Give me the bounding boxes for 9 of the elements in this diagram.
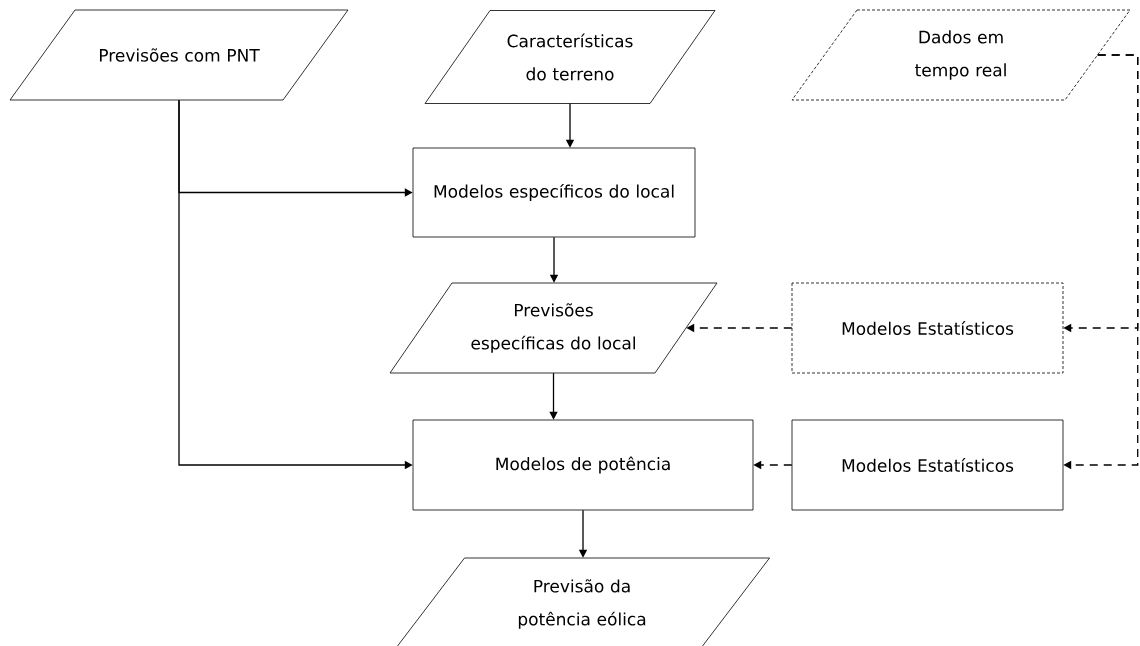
data-parallelogram: Previsões específicas do local: [389, 282, 718, 374]
process-box: Modelos Estatísticos: [791, 282, 1064, 374]
process-box: Modelos de potência: [412, 419, 754, 511]
output-parallelogram: Previsão da potência eólica: [394, 557, 770, 646]
input-parallelogram: Características do terreno: [424, 10, 716, 104]
input-parallelogram: Dados em tempo real: [791, 9, 1131, 101]
input-parallelogram: Previsões com PNT: [9, 9, 349, 101]
process-box: Modelos específicos do local: [412, 147, 696, 238]
process-box: Modelos Estatísticos: [791, 419, 1064, 511]
